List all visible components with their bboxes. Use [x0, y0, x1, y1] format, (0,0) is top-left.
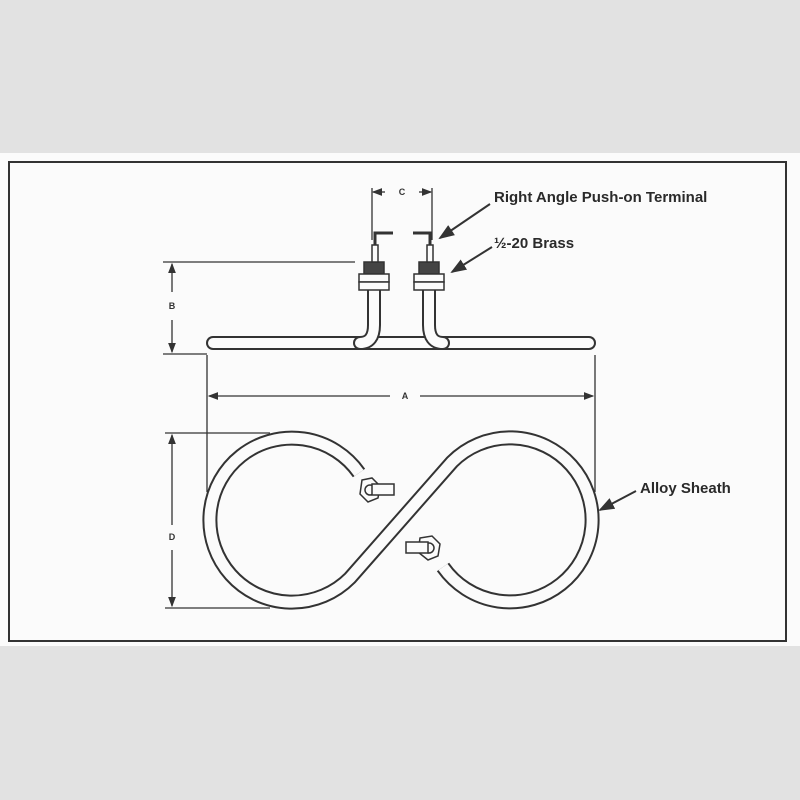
dimension-lines [163, 188, 596, 609]
diagram-frame [8, 161, 787, 642]
brass-terminal-left [358, 231, 393, 291]
loop-terminal-left [359, 477, 395, 503]
brass-callout-arrow [450, 246, 493, 274]
dimension-d-label: D [169, 532, 176, 542]
diagram-panel [0, 153, 800, 646]
sheath-callout-arrow [598, 490, 637, 511]
sheath-label: Alloy Sheath [640, 480, 731, 497]
dimension-c-label: C [399, 187, 406, 197]
top-view-tube [206, 283, 596, 350]
brass-label: ½-20 Brass [494, 235, 574, 252]
loop-terminal-right [405, 535, 441, 561]
brass-terminal-right [413, 231, 445, 291]
figure-eight-tube [202, 430, 600, 610]
terminal-label: Right Angle Push-on Terminal [494, 189, 707, 206]
terminal-callout-arrow [438, 203, 491, 240]
dimension-a-label: A [402, 391, 409, 401]
dimension-b-label: B [169, 301, 176, 311]
